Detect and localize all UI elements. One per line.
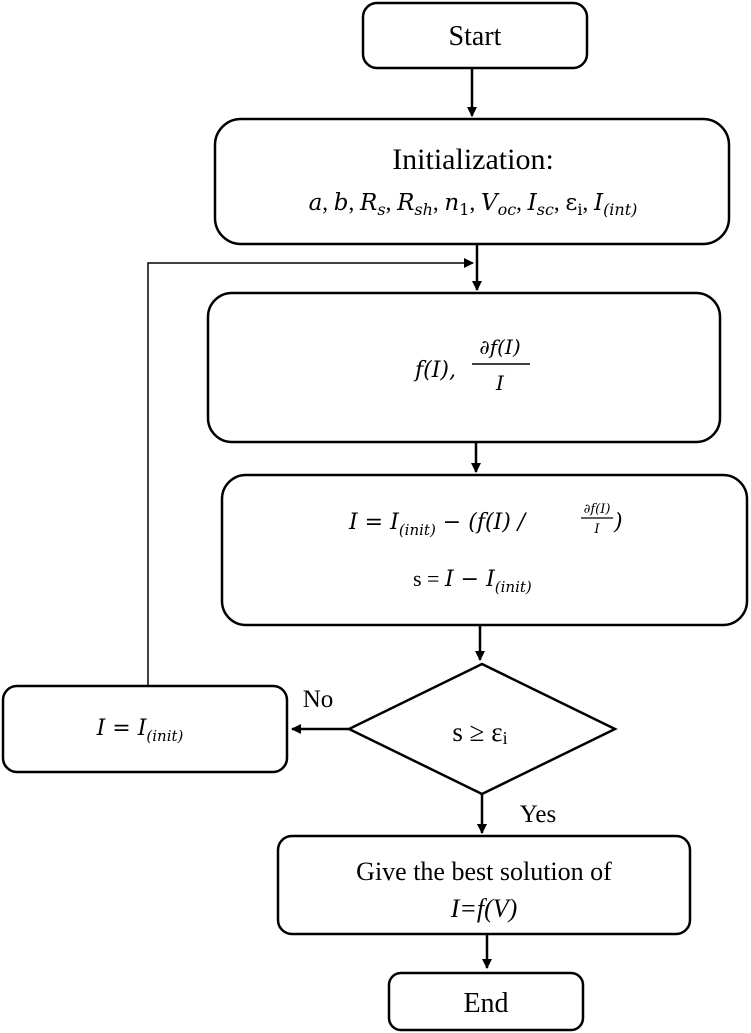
output-node: Give the best solution of I=f(V) bbox=[276, 834, 692, 936]
loop-back-arrow bbox=[147, 258, 474, 686]
end-label: End bbox=[463, 988, 508, 1019]
start-node: Start bbox=[361, 1, 589, 70]
function-derivative-numerator: ∂f(I) bbox=[479, 335, 520, 359]
update-s-equation: s = I − I(init) bbox=[413, 566, 532, 596]
start-label: Start bbox=[449, 21, 502, 52]
function-node: f(I), ∂f(I) I bbox=[206, 291, 722, 444]
decision-label: s ≥ εi bbox=[452, 717, 507, 748]
function-f: f(I), bbox=[413, 358, 456, 383]
edge-label-no: No bbox=[303, 686, 334, 713]
update-equation: I = I(init) − (f(I) / bbox=[348, 510, 528, 539]
update-fraction-numerator: ∂f(I) bbox=[584, 502, 611, 517]
initialization-node: Initialization: a, b, Rs, Rsh, n1, Voc, … bbox=[213, 117, 731, 246]
reset-node: I = I(init) bbox=[1, 684, 289, 774]
update-node: I = I(init) − (f(I) / ∂f(I) I ) s = I − … bbox=[220, 473, 749, 627]
output-line2: I=f(V) bbox=[450, 894, 518, 923]
update-fraction-denominator: I bbox=[593, 522, 600, 537]
initialization-title: Initialization: bbox=[392, 143, 554, 176]
edge-label-yes: Yes bbox=[520, 801, 556, 828]
reset-equation: I = I(init) bbox=[96, 716, 184, 745]
decision-node: s ≥ εi bbox=[346, 662, 618, 796]
end-node: End bbox=[387, 971, 585, 1032]
initialization-params: a, b, Rs, Rsh, n1, Voc, Isc, εi, I(int) bbox=[309, 190, 638, 219]
update-close-paren: ) bbox=[613, 510, 623, 535]
output-line1: Give the best solution of bbox=[356, 857, 612, 886]
function-derivative-denominator: I bbox=[495, 371, 505, 395]
